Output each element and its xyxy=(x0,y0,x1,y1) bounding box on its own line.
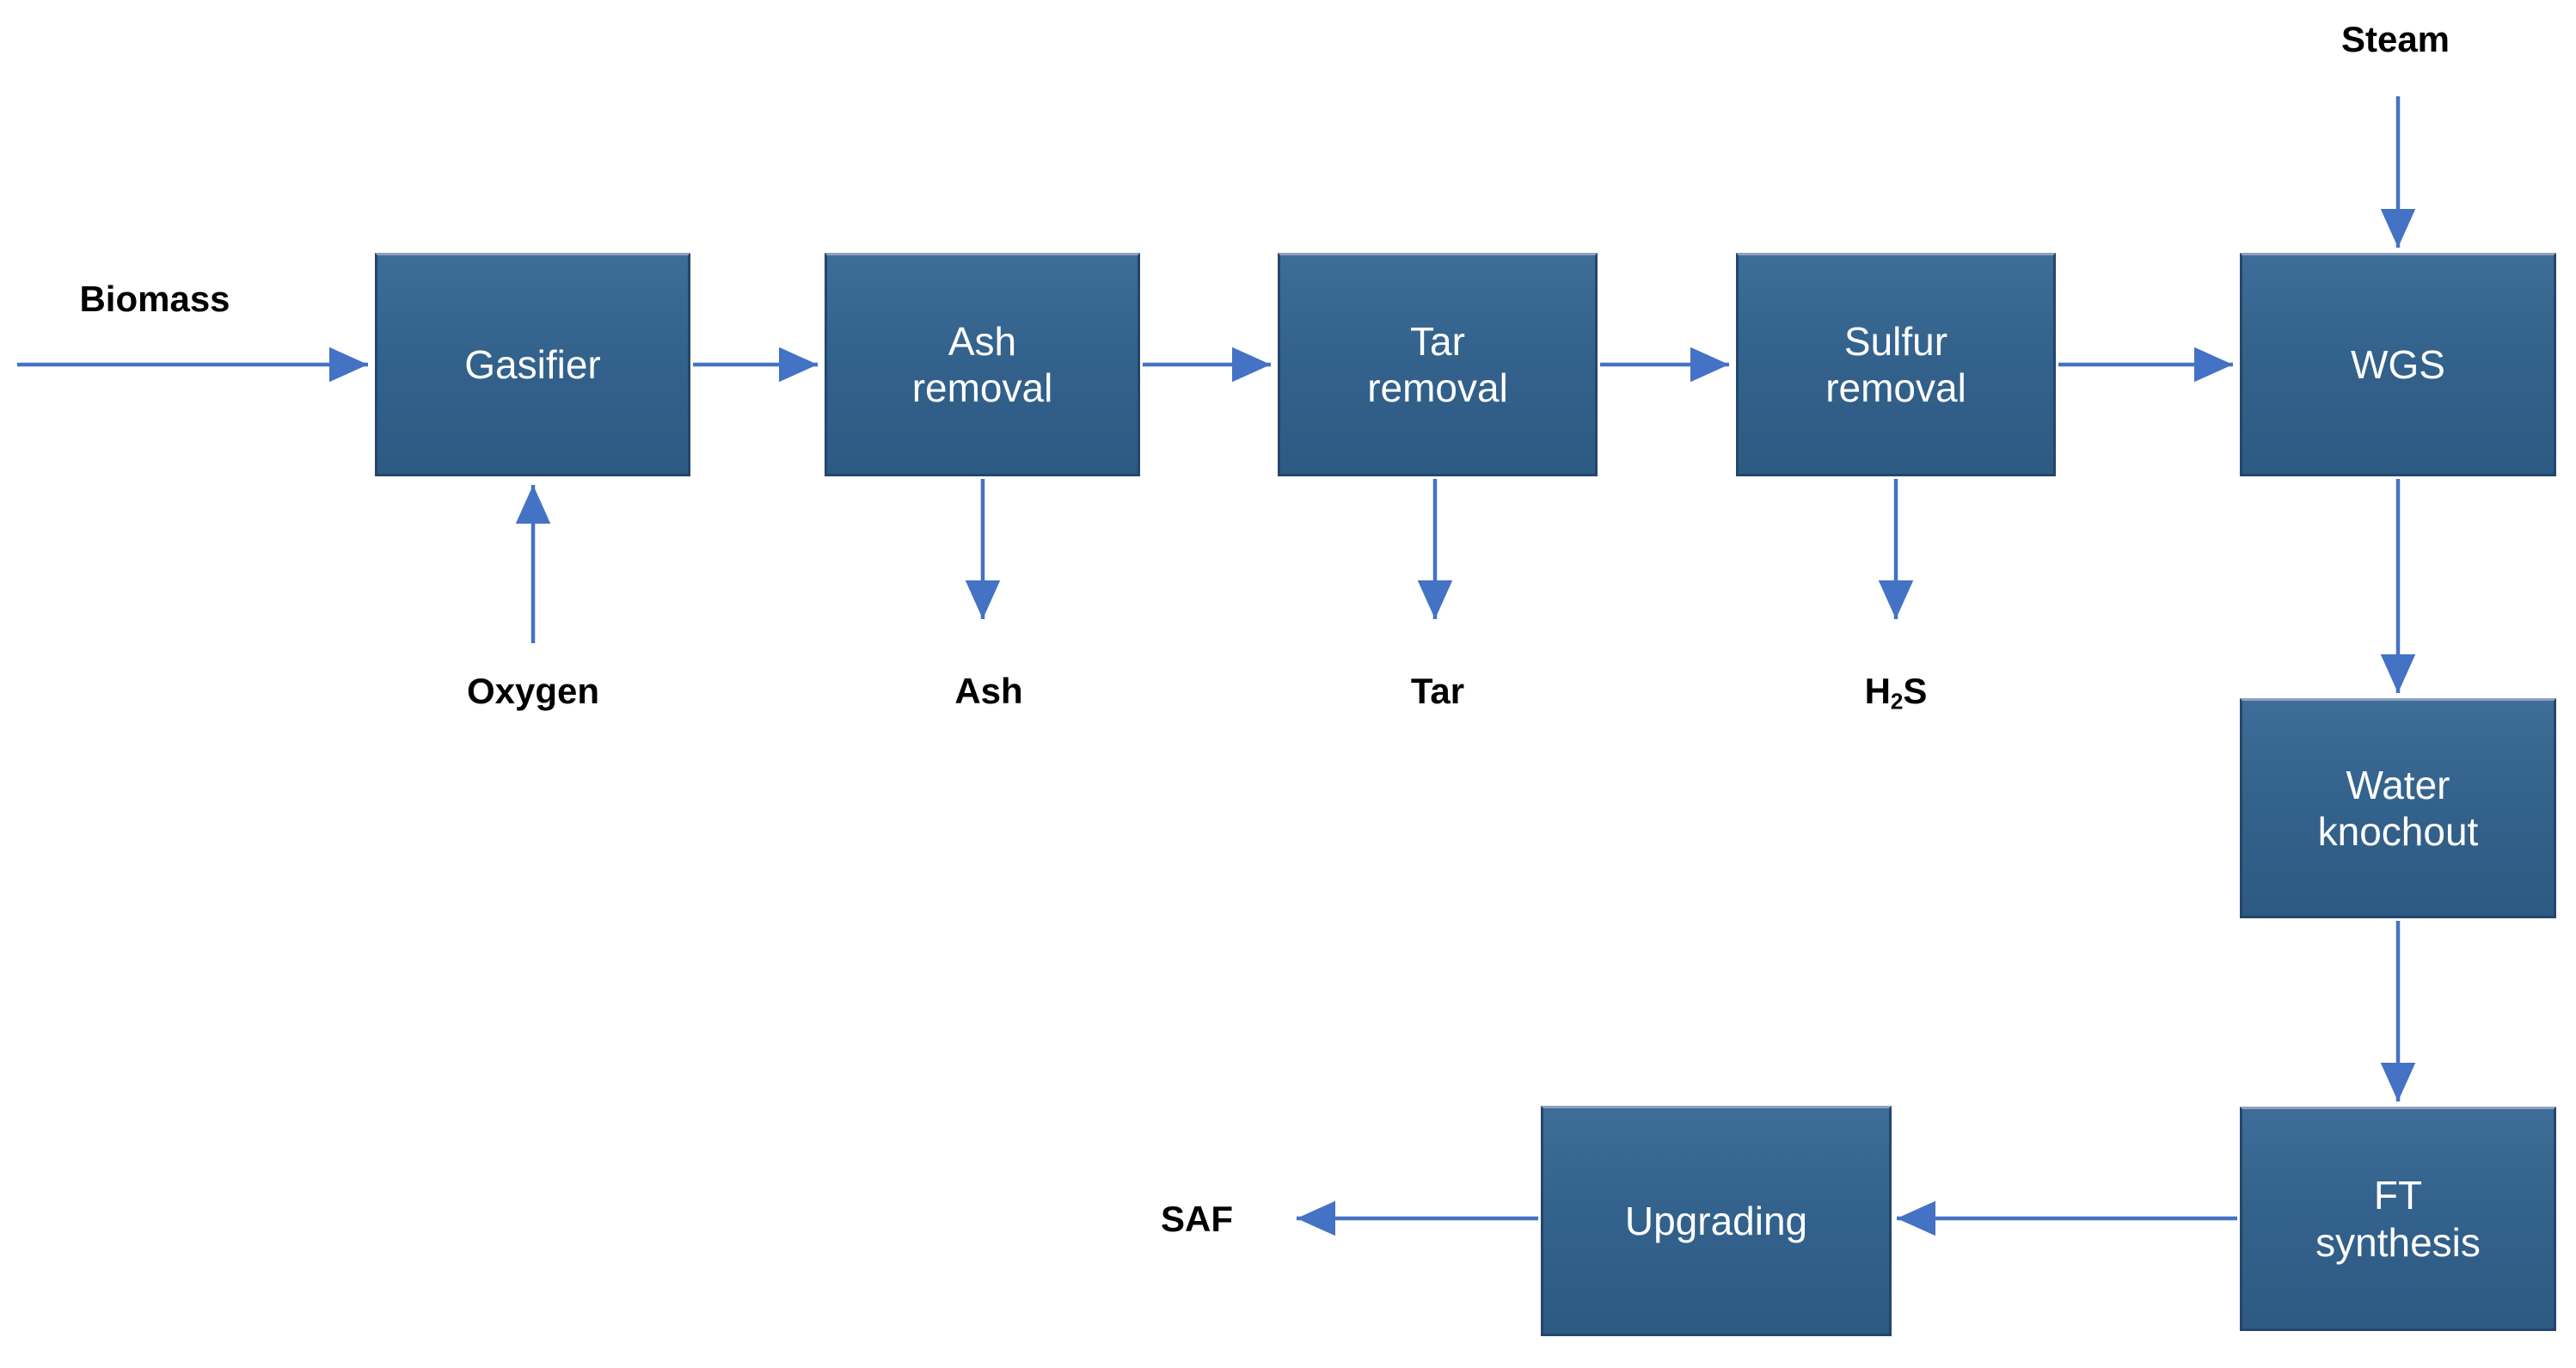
process-box-ash-removal-label: Ash removal xyxy=(911,318,1053,410)
stream-label-saf: SAF xyxy=(1161,1199,1233,1239)
stream-label-steam: Steam xyxy=(2340,19,2450,59)
process-box-gasifier-label: Gasifier xyxy=(464,341,601,387)
stream-label-h2s-base: H xyxy=(1864,671,1891,711)
stream-label-oxygen: Oxygen xyxy=(466,671,600,711)
stream-label-biomass: Biomass xyxy=(79,279,230,319)
process-box-wgs: WGS xyxy=(2240,253,2556,476)
process-box-tar-removal-label: Tar removal xyxy=(1367,318,1508,410)
process-box-upgrading-label: Upgrading xyxy=(1624,1198,1808,1243)
process-box-ft-synthesis-label: FT synthesis xyxy=(2315,1173,2481,1265)
process-box-water-knockout: Water knochout xyxy=(2240,698,2556,918)
stream-label-tar: Tar xyxy=(1410,671,1465,711)
stream-label-h2s-subscript: 2 xyxy=(1890,688,1904,715)
process-box-sulfur-removal-label: Sulfur removal xyxy=(1825,318,1966,410)
process-box-wgs-label: WGS xyxy=(2351,341,2445,387)
process-box-ash-removal: Ash removal xyxy=(825,253,1140,476)
process-box-gasifier: Gasifier xyxy=(375,253,690,476)
process-box-upgrading: Upgrading xyxy=(1541,1106,1892,1336)
process-box-tar-removal: Tar removal xyxy=(1278,253,1598,476)
stream-label-ash: Ash xyxy=(954,671,1023,711)
process-box-ft-synthesis: FT synthesis xyxy=(2240,1107,2556,1331)
stream-label-h2s-tail: S xyxy=(1903,671,1928,711)
stream-label-h2s: H2S xyxy=(1864,671,1928,715)
process-box-sulfur-removal: Sulfur removal xyxy=(1736,253,2056,476)
process-box-water-knockout-label: Water knochout xyxy=(2317,762,2479,854)
